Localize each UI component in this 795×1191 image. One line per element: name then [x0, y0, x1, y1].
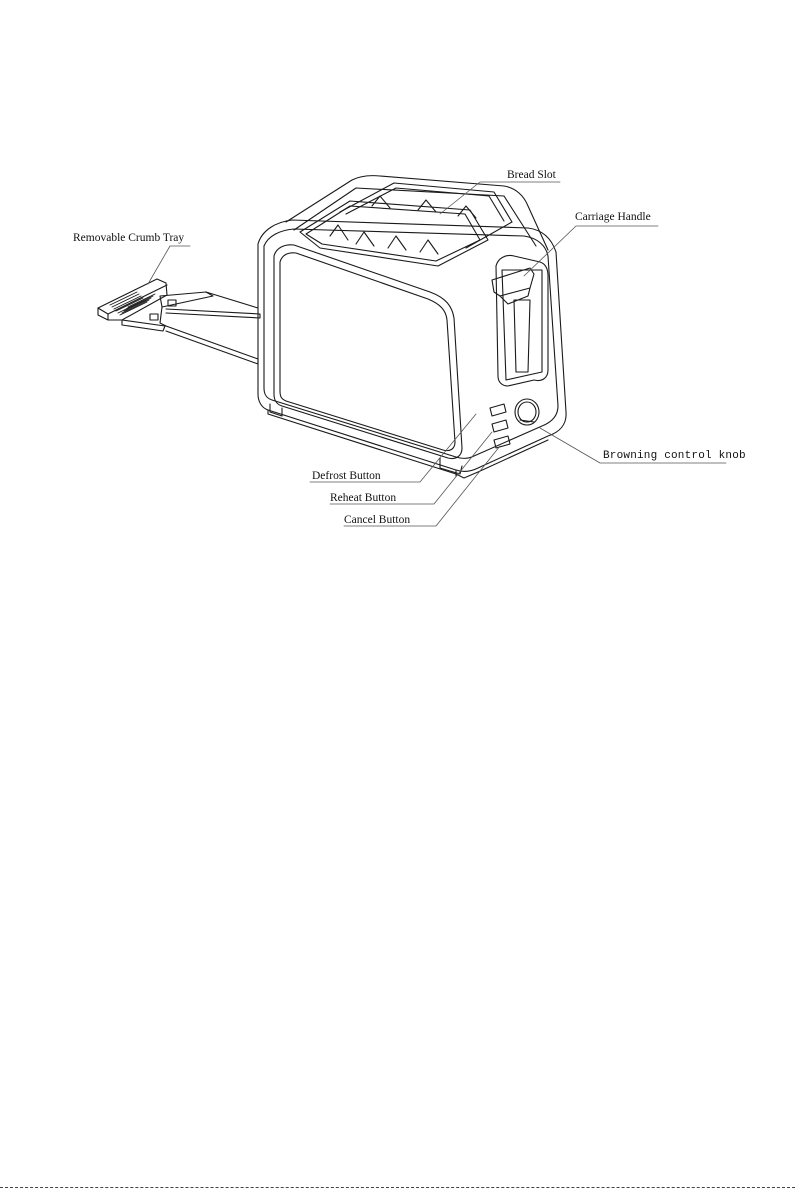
carriage-handle-label: Carriage Handle — [575, 211, 651, 224]
crumb-tray-drawing — [98, 279, 260, 364]
browning-control-knob-label: Browning control knob — [603, 450, 746, 463]
page-bottom-rule — [0, 1187, 795, 1188]
removable-crumb-tray-label: Removable Crumb Tray — [73, 232, 184, 245]
bread-slot-label: Bread Slot — [507, 169, 556, 182]
toaster-body-drawing — [258, 176, 566, 478]
defrost-button-label: Defrost Button — [312, 470, 381, 483]
cancel-button-label: Cancel Button — [344, 514, 410, 527]
reheat-button-label: Reheat Button — [330, 492, 396, 505]
